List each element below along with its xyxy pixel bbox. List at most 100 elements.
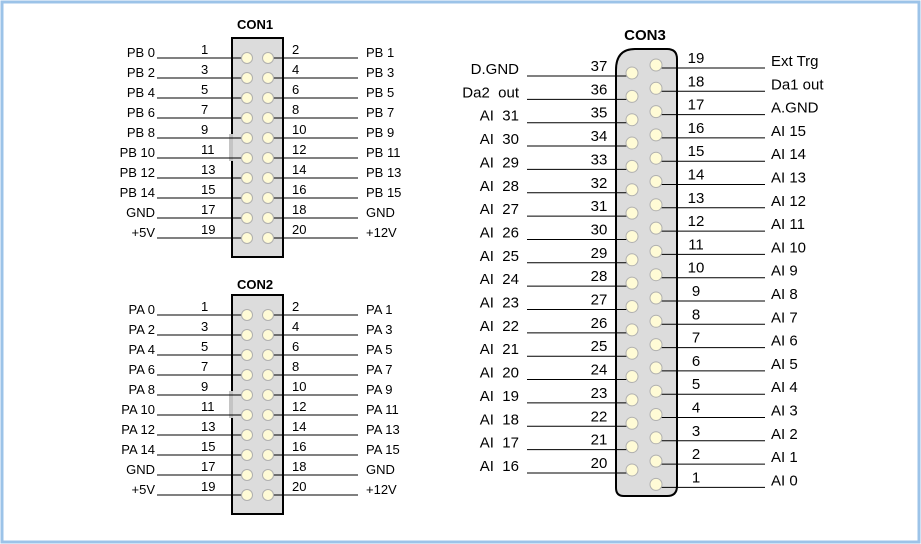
- con1-right-label: PB 11: [366, 145, 400, 160]
- con2-left-label: PA 10: [121, 402, 155, 417]
- con3-right-label: AI 5: [771, 356, 798, 373]
- con2-title: CON2: [237, 277, 273, 292]
- con3-left-label: AI 24: [480, 271, 519, 288]
- con3-pin-dot: [625, 113, 639, 127]
- con3-left-pin-number: 29: [591, 245, 608, 262]
- con3-left-label: AI 17: [480, 435, 519, 452]
- con1-pin-dot: [262, 132, 274, 144]
- con2-left-label: +5V: [132, 482, 156, 497]
- con2-left-pin-number: 5: [201, 339, 208, 354]
- con2-pin-dot: [262, 489, 274, 501]
- con1-right-pin-number: 14: [292, 162, 306, 177]
- con3-right-label: AI 15: [771, 123, 806, 140]
- con1-right-pin-number: 18: [292, 202, 306, 217]
- con2-right-label: PA 15: [366, 442, 400, 457]
- con1-right-pin-number: 6: [292, 82, 299, 97]
- con3-left-pin-number: 22: [591, 408, 608, 425]
- con2-pin-dot: [241, 309, 253, 321]
- con3-pin-dot: [625, 229, 639, 243]
- con2-right-label: PA 13: [366, 422, 400, 437]
- con2-left-label: PA 12: [121, 422, 155, 437]
- con3-title: CON3: [624, 27, 666, 44]
- con1-left-pin-number: 1: [201, 42, 208, 57]
- con3-right-label: AI 12: [771, 193, 806, 210]
- con1-pin-dot: [262, 172, 274, 184]
- con1-pin-dot: [262, 92, 274, 104]
- con3-pin-dot: [649, 175, 663, 188]
- con3-right-pin-number: 2: [692, 446, 700, 463]
- con3-left-pin-number: 25: [591, 338, 608, 355]
- con1-right-label: PB 3: [366, 65, 394, 80]
- con1-left-pin-number: 19: [201, 222, 215, 237]
- con1-right-label: GND: [366, 205, 395, 220]
- con3-right-label: A.GND: [771, 100, 819, 117]
- con3-right-pin-number: 11: [688, 236, 704, 253]
- con3-pin-dot: [625, 253, 639, 267]
- con1-title: CON1: [237, 17, 273, 32]
- con3-pin-dot: [625, 136, 639, 150]
- con1-pin-dot: [262, 192, 274, 204]
- con3-left-pin-number: 31: [591, 198, 608, 215]
- con2-pin-dot: [241, 449, 253, 461]
- con1-right-pin-number: 10: [292, 122, 306, 137]
- con2-left-label: PA 6: [128, 362, 155, 377]
- con3-pin-dot: [649, 314, 663, 328]
- con3-left-label: AI 28: [480, 178, 519, 195]
- con2-left-pin-number: 17: [201, 459, 215, 474]
- con3-pin-dot: [649, 105, 663, 119]
- con2-pin-dot: [241, 429, 253, 441]
- con1-left-pin-number: 7: [201, 102, 208, 117]
- con1-pin-dot: [241, 52, 253, 64]
- con3-right-label: AI 0: [771, 472, 798, 489]
- con3-left-pin-number: 26: [591, 315, 608, 332]
- con1-pin-dot: [262, 112, 274, 124]
- con3-left-label: AI 20: [480, 365, 519, 382]
- con2-right-label: GND: [366, 462, 395, 477]
- con3-left-label: AI 27: [480, 201, 519, 218]
- con1-left-pin-number: 13: [201, 162, 215, 177]
- con3-right-pin-number: 15: [688, 143, 705, 160]
- con3-right-pin-number: 10: [688, 260, 705, 277]
- con1-left-label: GND: [126, 205, 155, 220]
- con1-left-label: PB 4: [127, 85, 155, 100]
- con3-right-pin-number: 7: [692, 330, 700, 347]
- con3-right-label: AI 7: [771, 309, 798, 326]
- con1-left-pin-number: 15: [201, 182, 215, 197]
- con1-pin-dot: [241, 172, 253, 184]
- con3-pin-dot: [649, 338, 663, 352]
- con1-right-label: PB 15: [366, 185, 401, 200]
- con1-pin-dot: [262, 232, 274, 244]
- con1-right-pin-number: 8: [292, 102, 299, 117]
- con2-right-label: +12V: [366, 482, 397, 497]
- con3-pin-dot: [625, 89, 639, 103]
- con1-pin-dot: [262, 152, 274, 164]
- con3-right-pin-number: 9: [692, 283, 700, 300]
- con3-right-label: AI 10: [771, 239, 806, 256]
- con1-left-label: PB 0: [127, 45, 155, 60]
- con3-left-label: D.GND: [471, 61, 520, 78]
- con1-right-label: +12V: [366, 225, 397, 240]
- con3-pin-dot: [649, 268, 663, 282]
- con3-pin-dot: [625, 206, 639, 220]
- con3-right-label: AI 8: [771, 286, 798, 303]
- con3-pin-dot: [649, 291, 663, 305]
- con3-left-label: AI 25: [480, 248, 519, 265]
- con2-left-label: PA 2: [128, 322, 155, 337]
- con3-right-pin-number: 13: [688, 190, 705, 207]
- con2-left-pin-number: 3: [201, 319, 208, 334]
- con2-right-label: PA 5: [366, 342, 393, 357]
- con3-left-pin-number: 34: [591, 128, 608, 145]
- con2-pin-dot: [262, 349, 274, 361]
- con3-body: [615, 48, 678, 497]
- con1-left-label: PB 2: [127, 65, 155, 80]
- con1-pin-dot: [241, 232, 253, 244]
- con1-pin-dot: [241, 72, 253, 84]
- con1-left-label: PB 6: [127, 105, 155, 120]
- con2-left-pin-number: 15: [201, 439, 215, 454]
- con2-pin-dot: [262, 389, 274, 401]
- con2-right-pin-number: 4: [292, 319, 299, 334]
- con1-left-pin-number: 9: [201, 122, 208, 137]
- con3-right-pin-number: 18: [688, 73, 705, 90]
